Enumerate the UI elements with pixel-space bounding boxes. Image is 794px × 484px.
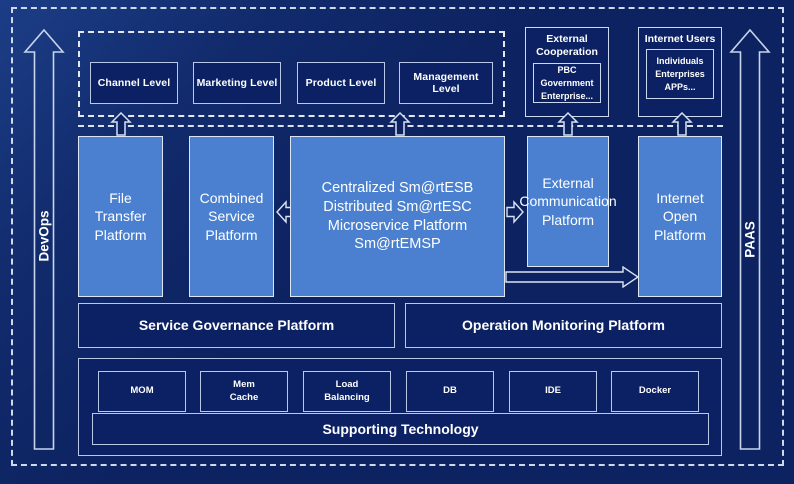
tech-ide-label: IDE [545, 385, 561, 397]
core-to-internet-open-arrow [505, 266, 639, 288]
devops-label: DevOps [36, 210, 52, 262]
up-arrow-icon [23, 28, 65, 450]
up-arrow-icon [389, 112, 411, 136]
internet-users-title: Internet Users [644, 33, 716, 45]
platform-file-transfer[interactable]: File Transfer Platform [78, 136, 163, 297]
devops-rail: DevOps [22, 27, 66, 452]
up-arrow-icon [557, 112, 579, 136]
external-cooperation-detail-box: PBC Government Enterprise... [533, 63, 601, 104]
tech-mom[interactable]: MOM [98, 371, 186, 412]
external-cooperation-detail: PBC Government Enterprise... [540, 64, 594, 101]
tech-db[interactable]: DB [406, 371, 494, 412]
platform-internet-open-label: Internet Open Platform [653, 190, 707, 243]
internet-users-detail-box: Individuals Enterprises APPs... [646, 49, 714, 100]
platform-external-communication-label: External Communication Platform [519, 175, 617, 228]
right-arrow-icon [506, 200, 524, 224]
tech-ide[interactable]: IDE [509, 371, 597, 412]
uplink-arrow-core-platform [389, 112, 411, 136]
up-arrow-icon [110, 112, 132, 136]
platform-external-communication[interactable]: External Communication Platform [519, 136, 617, 267]
internet-users-actor[interactable]: Internet Users Individuals Enterprises A… [638, 27, 722, 117]
tech-mom-label: MOM [130, 385, 154, 397]
uplink-arrow-external-communication [557, 112, 579, 136]
up-arrow-icon [671, 112, 693, 136]
uplink-arrow-internet-open [671, 112, 693, 136]
tech-docker-label: Docker [638, 385, 672, 397]
platform-integration-core[interactable]: Centralized Sm@rtESB Distributed Sm@rtES… [290, 136, 505, 297]
business-levels-group [78, 31, 505, 117]
tech-mem-cache-label: Mem Cache [229, 378, 259, 403]
business-level-management-label: Management Level [413, 70, 479, 95]
business-level-product[interactable]: Product Level [297, 62, 385, 104]
external-cooperation-actor[interactable]: External Cooperation PBC Government Ente… [525, 27, 609, 117]
service-governance-platform-label: Service Governance Platform [138, 317, 335, 334]
paas-label: PAAS [742, 221, 758, 258]
business-level-management[interactable]: Management Level [399, 62, 493, 104]
operation-monitoring-platform-label: Operation Monitoring Platform [462, 317, 665, 334]
platform-internet-open[interactable]: Internet Open Platform [638, 136, 722, 297]
platform-combined-service[interactable]: Combined Service Platform [189, 136, 274, 297]
business-level-marketing-label: Marketing Level [196, 76, 278, 89]
internet-users-detail: Individuals Enterprises APPs... [655, 55, 705, 92]
platform-combined-service-label: Combined Service Platform [199, 190, 264, 243]
business-level-channel-label: Channel Level [97, 76, 171, 89]
uplink-arrow-file-transfer [110, 112, 132, 136]
supporting-technology-banner[interactable]: Supporting Technology [92, 413, 709, 445]
tech-docker[interactable]: Docker [611, 371, 699, 412]
business-level-marketing[interactable]: Marketing Level [193, 62, 281, 104]
tech-mem-cache[interactable]: Mem Cache [200, 371, 288, 412]
external-cooperation-title: External Cooperation [536, 33, 598, 59]
business-level-product-label: Product Level [305, 76, 377, 89]
platform-file-transfer-label: File Transfer Platform [94, 190, 147, 243]
tech-load-balancing-label: Load Balancing [324, 378, 370, 403]
service-governance-platform[interactable]: Service Governance Platform [78, 303, 395, 348]
long-right-arrow-icon [505, 266, 639, 288]
tech-load-balancing[interactable]: Load Balancing [303, 371, 391, 412]
tech-db-label: DB [443, 385, 457, 397]
outer-boundary [11, 7, 784, 466]
supporting-technology-label: Supporting Technology [322, 420, 479, 437]
up-arrow-icon [729, 28, 771, 450]
business-level-channel[interactable]: Channel Level [90, 62, 178, 104]
core-to-external-comm-arrow [506, 200, 524, 224]
paas-rail: PAAS [728, 27, 772, 452]
operation-monitoring-platform[interactable]: Operation Monitoring Platform [405, 303, 722, 348]
platform-integration-core-label: Centralized Sm@rtESB Distributed Sm@rtES… [321, 179, 474, 253]
